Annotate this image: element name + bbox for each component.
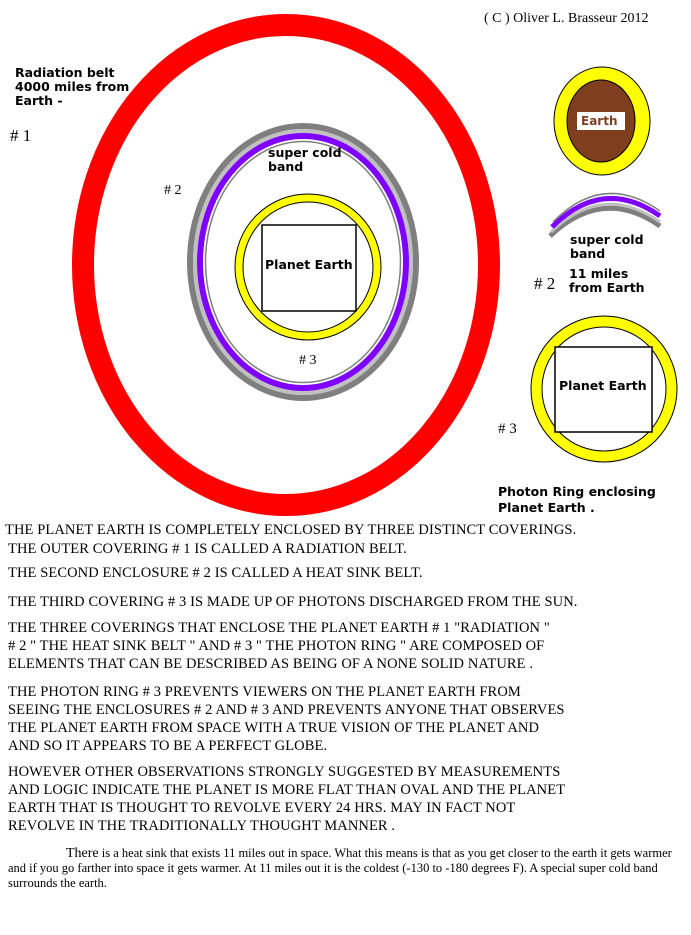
- heat-sink-silver: [193, 129, 413, 395]
- paragraph-line-12: HOWEVER OTHER OBSERVATIONS STRONGLY SUGG…: [8, 764, 561, 780]
- radiation-belt-ring: [72, 14, 500, 516]
- paragraph-line-4: THE THIRD COVERING # 3 IS MADE UP OF PHO…: [8, 594, 578, 610]
- super-cold-band-arc: [548, 205, 662, 238]
- planet-earth-label: Planet Earth: [265, 257, 353, 272]
- footnote-body: is a heat sink that exists 11 miles out …: [8, 846, 672, 890]
- heat-sink-purple: [197, 133, 409, 391]
- side-planet-earth-label: Planet Earth: [559, 378, 647, 393]
- radiation-belt-label: Radiation belt 4000 miles from Earth -: [15, 65, 130, 108]
- paragraph-line-10: THE PLANET EARTH FROM SPACE WITH A TRUE …: [8, 720, 540, 736]
- label-number-2: # 2: [164, 183, 182, 198]
- paragraph-line-6: # 2 " THE HEAT SINK BELT " AND # 3 " THE…: [8, 638, 545, 654]
- paragraph-line-15: REVOLVE IN THE TRADITIONALLY THOUGHT MAN…: [8, 818, 396, 834]
- paragraph-line-8: THE PHOTON RING # 3 PREVENTS VIEWERS ON …: [8, 684, 521, 700]
- photon-ring-caption: Photon Ring enclosing Planet Earth .: [498, 484, 656, 515]
- paragraph-line-9: SEEING THE ENCLOSURES # 2 AND # 3 AND PR…: [8, 702, 565, 718]
- side-planet-earth-square: [554, 346, 653, 433]
- footnote-lead: There: [66, 846, 99, 861]
- paragraph-line-1: THE PLANET EARTH IS COMPLETELY ENCLOSED …: [5, 522, 577, 538]
- label-number-3: # 3: [299, 353, 317, 368]
- paragraph-line-7: ELEMENTS THAT CAN BE DESCRIBED AS BEING …: [8, 656, 534, 672]
- paragraph-line-5: THE THREE COVERINGS THAT ENCLOSE THE PLA…: [8, 620, 550, 636]
- heat-sink-footnote: There is a heat sink that exists 11 mile…: [8, 846, 684, 891]
- side-super-cold-band-label: super cold band: [570, 232, 644, 261]
- super-cold-band-label: super cold band: [268, 145, 342, 174]
- eleven-miles-label: 11 miles from Earth: [569, 266, 645, 295]
- earth-enclosure-diagram: [72, 14, 678, 516]
- paragraph-line-13: AND LOGIC INDICATE THE PLANET IS MORE FL…: [8, 782, 566, 798]
- paragraph-line-14: EARTH THAT IS THOUGHT TO REVOLVE EVERY 2…: [8, 800, 516, 816]
- label-number-1: # 1: [10, 126, 32, 145]
- earth-label: Earth: [581, 114, 618, 128]
- heat-sink-outer-gray: [187, 123, 419, 401]
- paragraph-line-11: AND SO IT APPEARS TO BE A PERFECT GLOBE.: [8, 738, 328, 754]
- planet-earth-square: [261, 224, 357, 312]
- side-label-number-3: # 3: [498, 421, 517, 437]
- photon-ring: [235, 194, 381, 340]
- copyright: ( C ) Oliver L. Brasseur 2012: [484, 11, 649, 26]
- side-label-number-2: # 2: [534, 274, 556, 293]
- paragraph-line-2: THE OUTER COVERING # 1 IS CALLED A RADIA…: [8, 541, 407, 557]
- heat-sink-inner-gray: [204, 140, 402, 384]
- paragraph-line-3: THE SECOND ENCLOSURE # 2 IS CALLED A HEA…: [8, 565, 423, 581]
